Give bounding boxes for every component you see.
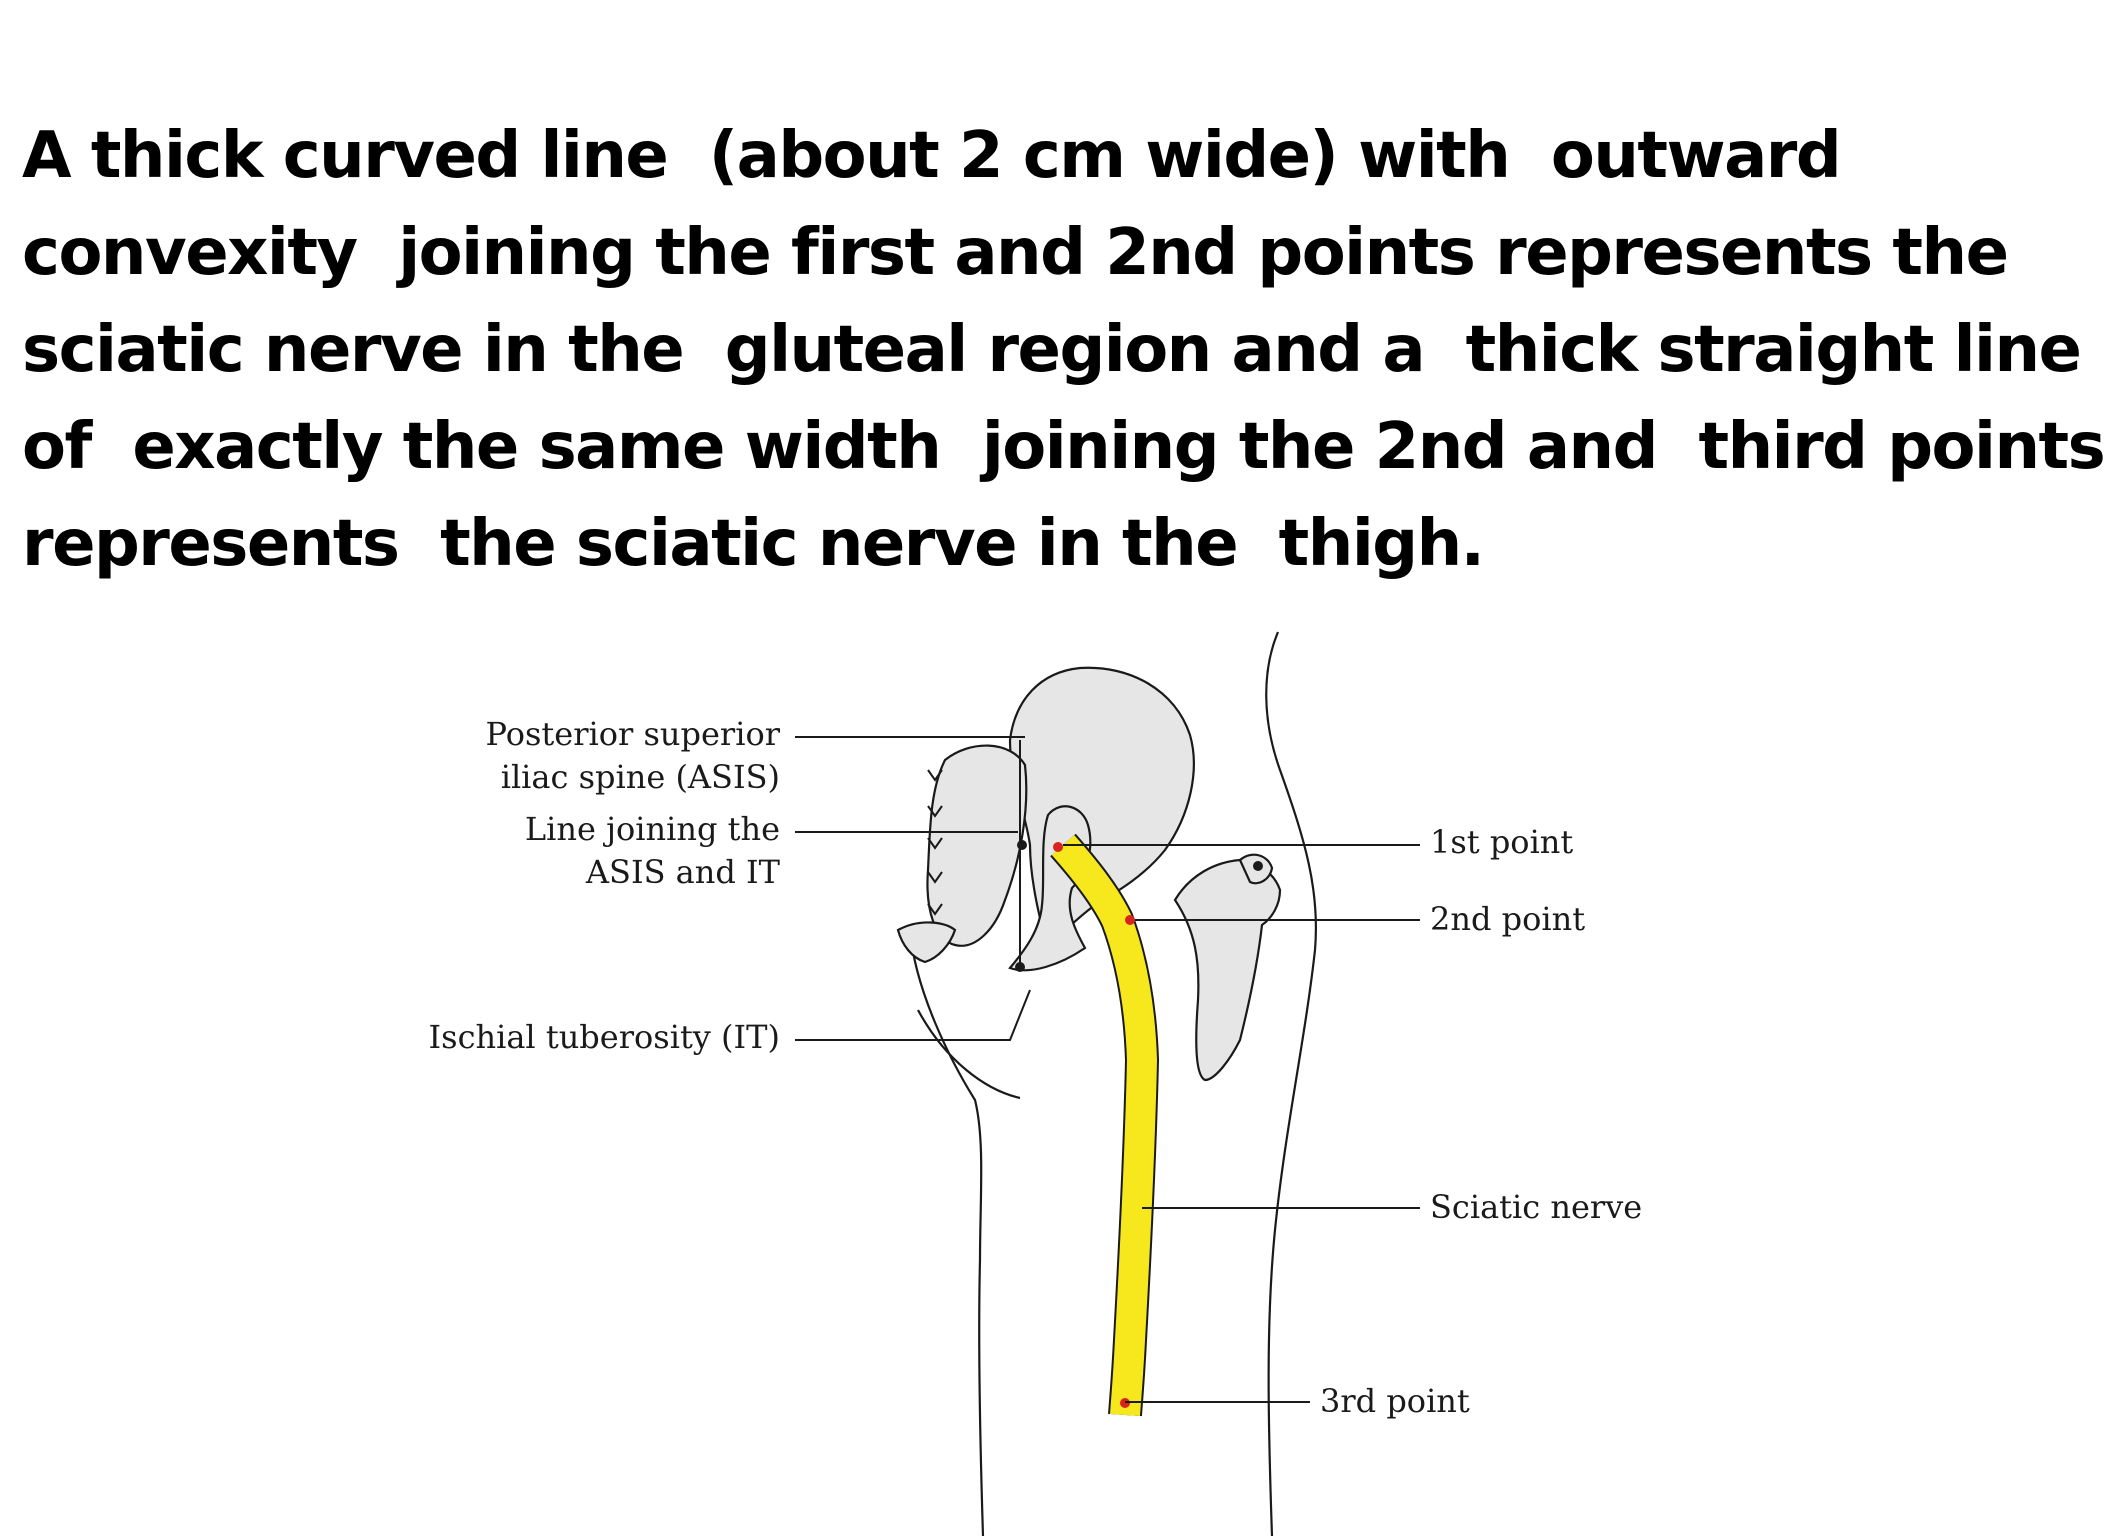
trochanter-dot <box>1253 861 1263 871</box>
leader-ischial <box>795 989 1031 1041</box>
second-point-dot <box>1125 915 1135 925</box>
body-outline <box>908 631 1318 1536</box>
text-line-5: represents the sciatic nerve in the thig… <box>22 507 1485 581</box>
arrow-1 <box>927 769 943 782</box>
slide-text: A thick curved line (about 2 cm wide) wi… <box>22 108 2104 593</box>
label-point2: 2nd point <box>1430 900 1585 938</box>
slide: A thick curved line (about 2 cm wide) wi… <box>22 108 2104 1536</box>
text-line-1: A thick curved line (about 2 cm wide) wi… <box>22 119 1842 193</box>
anatomy-figure: Posterior superior iliac spine (ASIS) Li… <box>429 631 1642 1536</box>
psis-dot <box>1017 840 1027 850</box>
femur-head-neck <box>1173 858 1282 1082</box>
text-line-4: of exactly the same width joining the 2n… <box>22 410 2104 484</box>
coccyx <box>896 921 957 964</box>
buttock-lower-fold <box>917 1009 1021 1100</box>
sacrum <box>926 744 1028 947</box>
first-point-dot <box>1053 842 1063 852</box>
arrow-3 <box>927 837 943 850</box>
pelvis <box>896 666 1282 1082</box>
label-psis-2: iliac spine (ASIS) <box>501 758 780 796</box>
leader-lines <box>795 736 1420 1403</box>
label-point1: 1st point <box>1430 823 1573 861</box>
buttock-contour <box>908 929 985 1536</box>
reference-line <box>927 740 1021 968</box>
arrow-4 <box>927 871 943 884</box>
arrow-2 <box>927 805 943 818</box>
label-point3: 3rd point <box>1320 1382 1470 1420</box>
sciatic-nerve-fill <box>1051 835 1158 1417</box>
label-line-joining-2: ASIS and IT <box>585 853 781 891</box>
label-psis-1: Posterior superior <box>485 715 780 753</box>
outer-right-contour <box>1265 631 1318 1536</box>
label-line-joining-1: Line joining the <box>525 810 780 848</box>
text-line-2: convexity joining the first and 2nd poin… <box>22 216 2009 290</box>
text-line-3: sciatic nerve in the gluteal region and … <box>22 313 2082 387</box>
label-ischial: Ischial tuberosity (IT) <box>429 1018 780 1056</box>
arrow-5 <box>927 903 943 916</box>
label-sciatic: Sciatic nerve <box>1430 1188 1642 1226</box>
